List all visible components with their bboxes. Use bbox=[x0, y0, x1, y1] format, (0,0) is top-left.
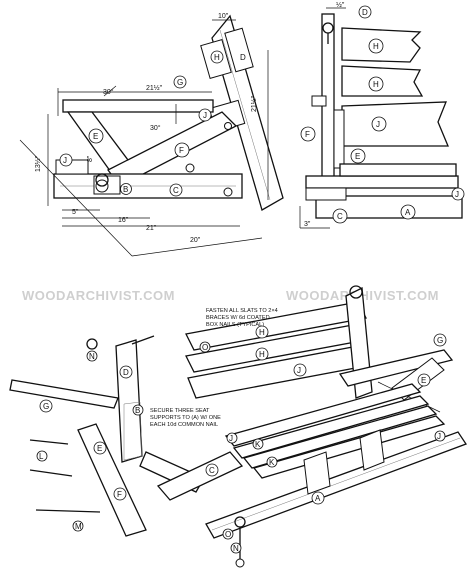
exp-label-g: G bbox=[43, 402, 49, 411]
dim-bottom-mid: 16" bbox=[118, 217, 129, 224]
exp-right-arm bbox=[338, 349, 454, 387]
exploded-view: FASTEN ALL SLATS TO 2×4 BRACES W/ 6d COA… bbox=[9, 285, 467, 568]
dim-angle-top: 30° bbox=[103, 88, 114, 96]
exp-label-h2: H bbox=[259, 350, 265, 359]
exp-label-k: K bbox=[255, 440, 261, 449]
dim-back-height: 21½" bbox=[250, 95, 258, 112]
label-e: E bbox=[93, 132, 98, 141]
front-dim-top: ½" bbox=[336, 1, 345, 9]
exp-label-j-seat: J bbox=[229, 434, 233, 443]
exp-label-m: M bbox=[75, 522, 82, 531]
front-part-labels: D H H J F E J C A bbox=[300, 5, 465, 224]
dim-arm-length: 21½" bbox=[146, 84, 163, 92]
front-label-h2: H bbox=[373, 80, 379, 89]
front-seat-rail bbox=[305, 175, 459, 189]
front-rail-c bbox=[305, 187, 347, 201]
note-fasten-1: FASTEN ALL SLATS TO 2×4 bbox=[206, 308, 278, 314]
exp-label-k2: K bbox=[269, 458, 275, 467]
label-h: H bbox=[214, 53, 220, 62]
exp-label-o: O bbox=[202, 343, 208, 352]
back-slat-h2 bbox=[224, 27, 254, 73]
dim-small-rise: 8" bbox=[87, 155, 94, 162]
exp-label-c: C bbox=[209, 466, 215, 475]
front-rail-a bbox=[315, 195, 463, 219]
exp-label-j: J bbox=[297, 366, 301, 375]
note-fasten-2: BRACES W/ 6d COATED bbox=[206, 315, 270, 321]
back-post-d bbox=[211, 14, 284, 211]
exp-label-o2: O bbox=[225, 530, 231, 539]
front-seat-slat-j bbox=[339, 163, 457, 177]
dim-diagonal: 20" bbox=[190, 237, 201, 244]
exp-label-b: B bbox=[135, 406, 140, 415]
side-part-labels: D H G J E F J B C bbox=[59, 50, 246, 197]
dim-top-width: 10" bbox=[218, 13, 229, 20]
exp-label-h: H bbox=[259, 328, 265, 337]
exp-label-l: L bbox=[39, 452, 44, 461]
note-secure-2: SUPPORTS TO (A) W/ ONE bbox=[150, 415, 221, 421]
front-label-h: H bbox=[373, 42, 379, 51]
note-secure-3: EACH 10d COMMON NAIL bbox=[150, 422, 218, 428]
arm-g bbox=[62, 99, 214, 113]
front-view: ½" 3" D H H J F E J C A bbox=[299, 1, 465, 229]
front-label-j2: J bbox=[455, 190, 459, 199]
exp-label-n2: N bbox=[233, 544, 239, 553]
side-view: 10" 30° 21½" 21½" 30° 13½" 8" 5" 16" 21"… bbox=[19, 13, 284, 257]
exp-label-e: E bbox=[97, 444, 102, 453]
exp-seat-rail-c2 bbox=[156, 451, 244, 501]
exp-label-j-right: J bbox=[437, 432, 441, 441]
exp-left-arm-g bbox=[9, 379, 119, 409]
label-f: F bbox=[179, 146, 184, 155]
exp-part-labels: N O D G B L M E F C H H J J K K J G E A … bbox=[36, 325, 447, 554]
exp-note-secure: SECURE THREE SEAT SUPPORTS TO (A) W/ ONE… bbox=[150, 408, 221, 428]
exp-label-e-right: E bbox=[421, 376, 426, 385]
exp-left-post-d bbox=[115, 339, 143, 463]
front-arm bbox=[311, 95, 327, 107]
label-j-seat: J bbox=[63, 156, 67, 165]
note-fasten-3: BOX NAILS (TYPICAL) bbox=[206, 322, 264, 328]
front-label-c: C bbox=[337, 212, 343, 221]
watermark-left: WOODARCHIVIST.COM bbox=[22, 288, 175, 303]
label-j: J bbox=[203, 111, 207, 120]
exp-label-f: F bbox=[117, 490, 122, 499]
front-label-a: A bbox=[405, 208, 411, 217]
exp-label-g-right: G bbox=[437, 336, 443, 345]
front-label-d: D bbox=[362, 8, 368, 17]
front-slat-j bbox=[341, 101, 449, 147]
label-g: G bbox=[177, 78, 183, 87]
exp-seat-support-2 bbox=[359, 429, 385, 471]
dim-brace-angle: 30° bbox=[150, 124, 161, 132]
front-label-f: F bbox=[305, 130, 310, 139]
front-label-j: J bbox=[376, 120, 380, 129]
dim-bottom-short: 5" bbox=[72, 209, 79, 216]
exp-back-slat-h bbox=[185, 301, 367, 351]
front-label-e: E bbox=[355, 152, 360, 161]
label-b: B bbox=[123, 185, 128, 194]
exp-seat-slat-3 bbox=[242, 405, 438, 469]
dim-bottom-long: 21" bbox=[146, 225, 157, 232]
note-secure-1: SECURE THREE SEAT bbox=[150, 408, 210, 414]
dim-left-height: 13½" bbox=[34, 155, 42, 172]
exp-label-a: A bbox=[315, 494, 321, 503]
label-d: D bbox=[240, 53, 246, 62]
front-brace-f bbox=[333, 109, 345, 169]
exp-seat-slat-2 bbox=[232, 395, 430, 459]
exp-label-d: D bbox=[123, 368, 129, 377]
exp-note-fasten: FASTEN ALL SLATS TO 2×4 BRACES W/ 6d COA… bbox=[206, 308, 278, 328]
exp-seat-support bbox=[303, 451, 331, 495]
exp-label-n: N bbox=[89, 352, 95, 361]
front-dim-bottom: 3" bbox=[304, 221, 311, 228]
exp-left-leg-e bbox=[77, 423, 147, 537]
label-c: C bbox=[173, 186, 179, 195]
